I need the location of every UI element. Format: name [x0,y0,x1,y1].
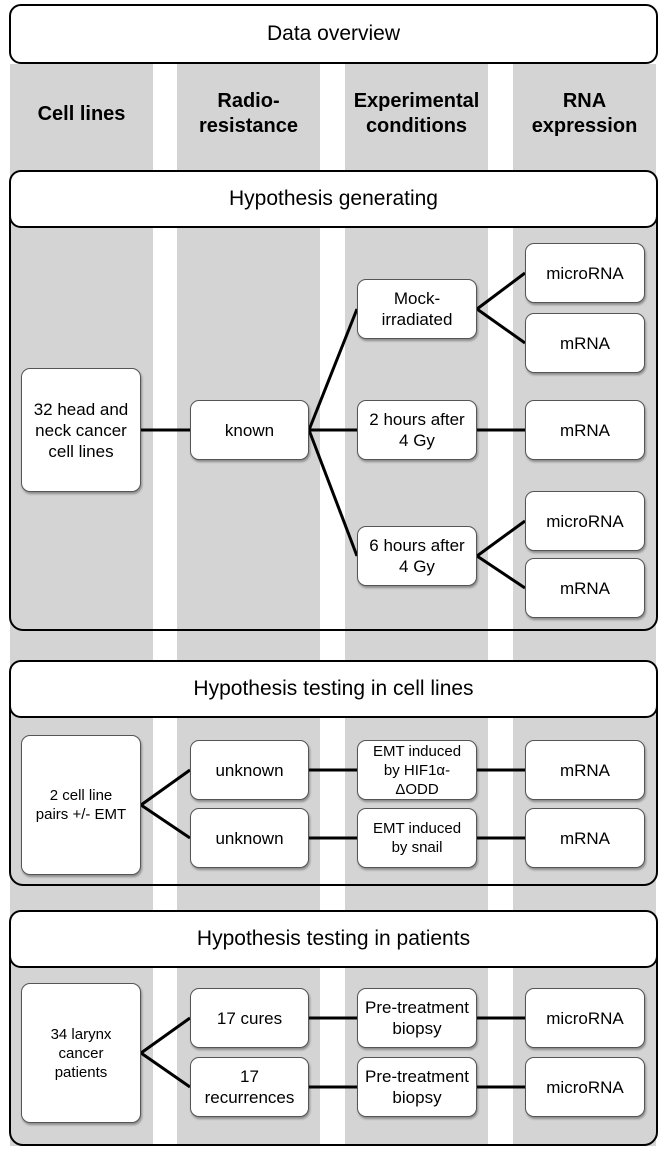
node-microrna-patients-1: microRNA [525,988,645,1048]
column-header-radioresistance: Radio- resistance [199,90,298,137]
node-2-cell-line-pairs: 2 cell line pairs +/- EMT [21,735,141,875]
node-mock-irradiated: Mock- irradiated [357,279,477,339]
node-32-cell-lines: 32 head and neck cancer cell lines [21,368,141,492]
node-pretreatment-biopsy-2: Pre-treatment biopsy [357,1057,477,1117]
edge [140,1051,191,1089]
node-microrna-mock: microRNA [525,243,645,303]
node-mrna-2h: mRNA [525,400,645,460]
node-6h-after-4gy: 6 hours after 4 Gy [357,526,477,586]
node-emt-snail: EMT induced by snail [357,808,477,868]
column-header-rna: RNA expression [531,90,638,137]
node-unknown-1: unknown [190,740,309,800]
node-34-larynx-patients: 34 larynx cancer patients [21,983,141,1123]
node-17-recurrences: 17 recurrences [190,1057,309,1117]
column-header-conditions: Experimental conditions [353,90,480,137]
edge [476,554,526,590]
section-title-testing-cell-lines: Hypothesis testing in cell lines [9,660,658,718]
column-header-cell-lines: Cell lines [37,102,126,125]
node-mrna-6h: mRNA [525,558,645,618]
edge [140,1016,191,1055]
edge [307,308,359,431]
node-mrna-mock: mRNA [525,313,645,373]
node-unknown-2: unknown [190,808,309,868]
data-overview-title: Data overview [9,4,658,64]
node-17-cures: 17 cures [190,988,309,1048]
node-microrna-6h: microRNA [525,491,645,551]
edge [140,803,191,840]
node-mrna-emt-2: mRNA [525,808,645,868]
node-2h-after-4gy: 2 hours after 4 Gy [357,400,477,460]
node-known: known [190,400,309,460]
edge [307,429,359,557]
node-microrna-patients-2: microRNA [525,1057,645,1117]
edge [476,307,526,345]
edge [140,768,191,807]
edge [476,519,526,558]
node-pretreatment-biopsy-1: Pre-treatment biopsy [357,988,477,1048]
section-title-testing-patients: Hypothesis testing in patients [9,910,658,968]
node-emt-hif1a: EMT induced by HIF1α- ΔODD [357,740,477,800]
section-title-hypothesis-generating: Hypothesis generating [9,170,658,228]
edge [476,271,526,311]
node-mrna-emt-1: mRNA [525,740,645,800]
